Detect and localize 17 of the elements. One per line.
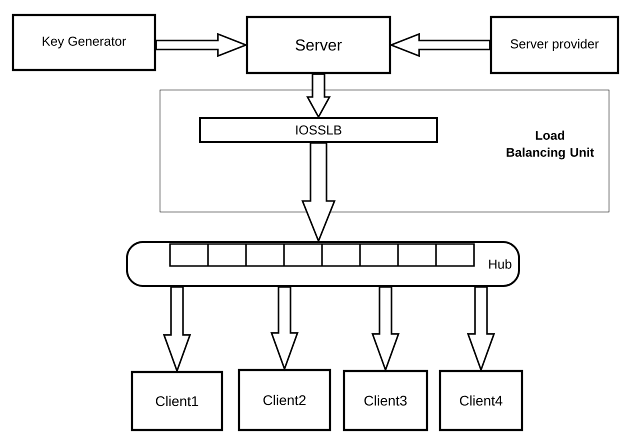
block-arrow xyxy=(301,142,336,244)
block-arrow xyxy=(270,286,299,372)
process-box: Key Generator xyxy=(12,14,156,72)
process-bar: IOSSLB xyxy=(199,117,438,143)
client-box: Client2 xyxy=(238,368,332,432)
process-box: Server xyxy=(246,16,392,74)
block-arrow xyxy=(388,32,491,58)
client-box: Client1 xyxy=(130,370,224,432)
client-box: Client4 xyxy=(438,370,524,432)
block-arrow xyxy=(466,286,496,372)
block-arrow xyxy=(162,286,192,374)
block-arrow xyxy=(155,32,248,58)
block-arrow xyxy=(371,286,400,372)
process-box: Server provider xyxy=(490,16,620,74)
block-arrow xyxy=(306,73,331,119)
hub-band: Hub xyxy=(126,241,520,287)
client-box: Client3 xyxy=(342,370,428,432)
